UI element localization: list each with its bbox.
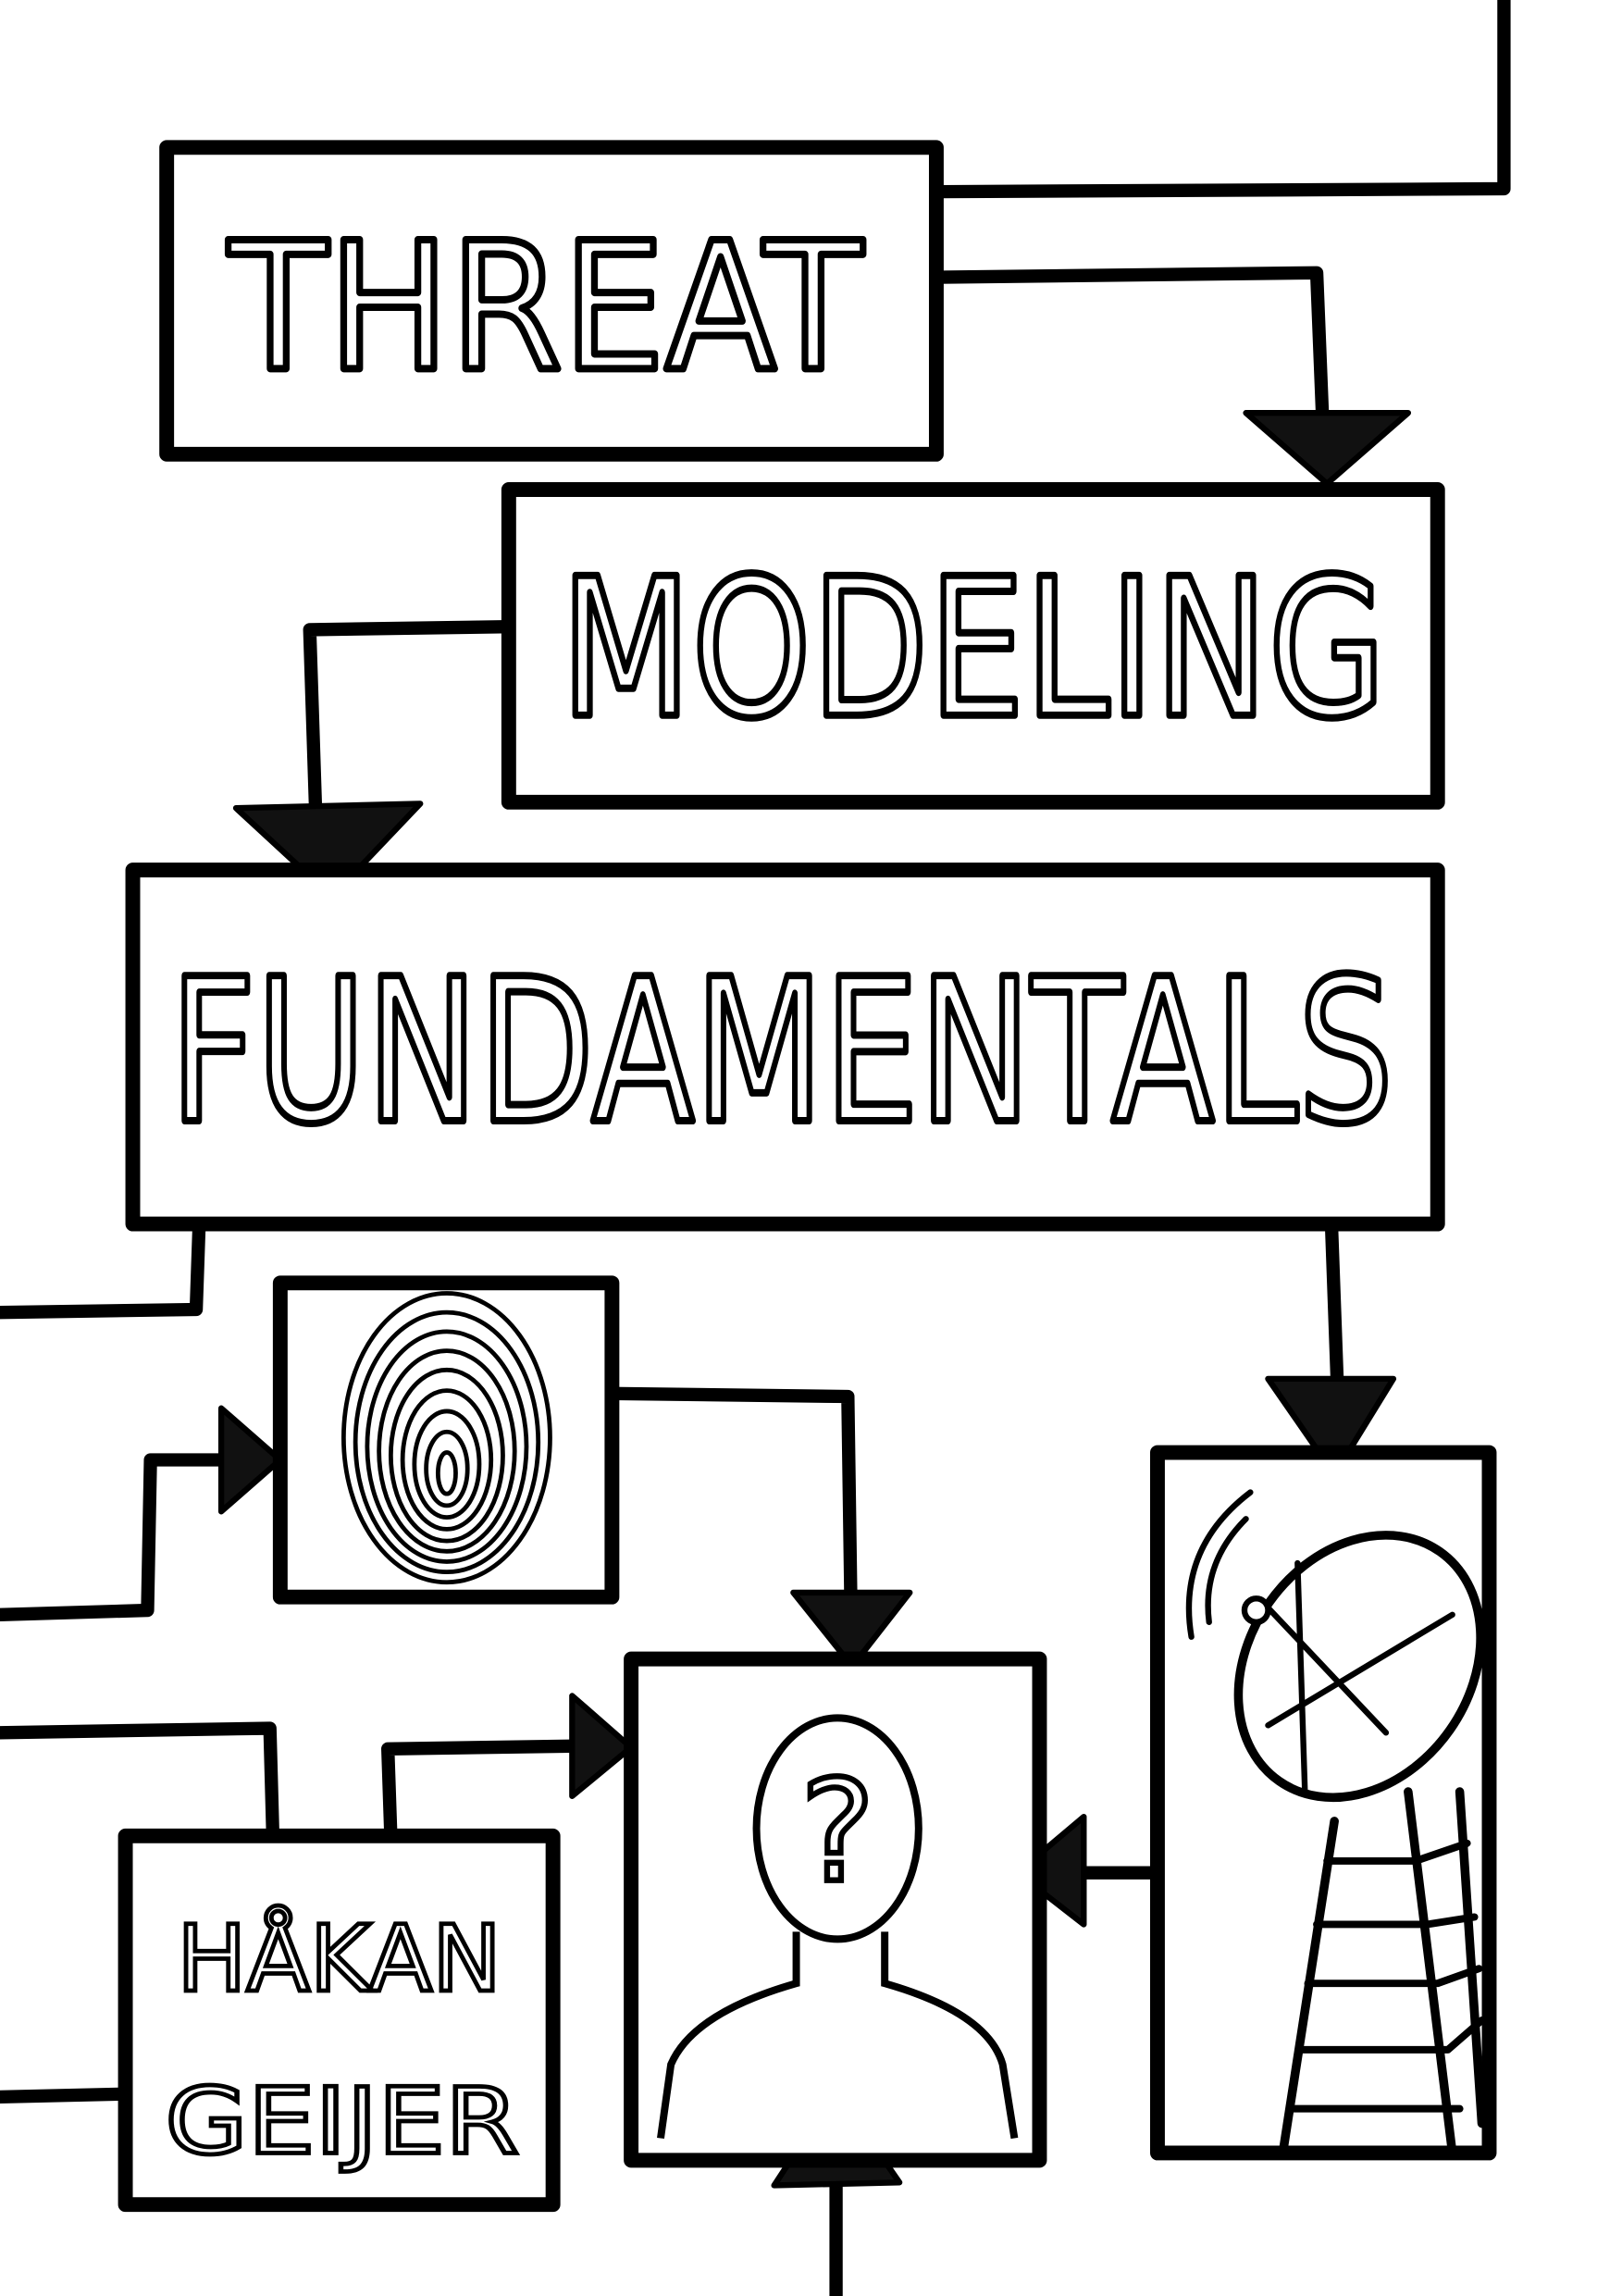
title-box-fundamentals: FUNDAMENTALS: [125, 863, 1445, 1232]
author-last-name: GEIJER: [166, 2068, 519, 2175]
connector-threat-top: [929, 0, 1511, 199]
connector-left-author: [0, 1721, 280, 1843]
title-box-threat: THREAT: [159, 140, 944, 462]
arrow-right-icon: [217, 1405, 284, 1515]
arrow-down-icon: [1243, 409, 1412, 487]
title-line-3: FUNDAMENTALS: [169, 936, 1393, 1168]
connector-to-fingerprint: [0, 1453, 229, 1621]
connector-left-author-bottom: [0, 2087, 132, 2104]
fingerprint-icon: [340, 1291, 552, 1585]
satellite-dish-icon: [1185, 1489, 1487, 2158]
connector-fingerprint-person: [605, 1386, 858, 1607]
connector-threat-modeling: [929, 266, 1330, 428]
unknown-person-icon: ?: [657, 1714, 1019, 2140]
connectors: [0, 0, 1511, 2296]
satellite-antenna-box: [1149, 1445, 1497, 2161]
arrow-down-icon: [232, 800, 424, 900]
arrow-down-icon: [790, 1589, 913, 1669]
title-line-2: MODELING: [561, 538, 1386, 761]
unknown-person-box: ?: [624, 1651, 1047, 2168]
title-line-1: THREAT: [228, 205, 863, 411]
connector-author-person: [381, 1739, 585, 1843]
author-box: HÅKAN GEIJER: [118, 1828, 561, 2213]
author-first-name: HÅKAN: [177, 1906, 501, 2013]
arrow-down-icon: [1265, 1375, 1397, 1478]
arrow-right-icon: [569, 1693, 635, 1800]
connector-fundamentals-antenna: [1324, 1217, 1344, 1394]
connector-fundamentals-left: [0, 1217, 206, 1320]
arrow-left-icon: [1014, 1813, 1087, 1928]
fingerprint-box: [272, 1275, 620, 1605]
connector-modeling-fundamentals: [303, 620, 516, 818]
question-mark-icon: ?: [800, 1750, 874, 1914]
title-box-modeling: MODELING: [501, 482, 1445, 810]
